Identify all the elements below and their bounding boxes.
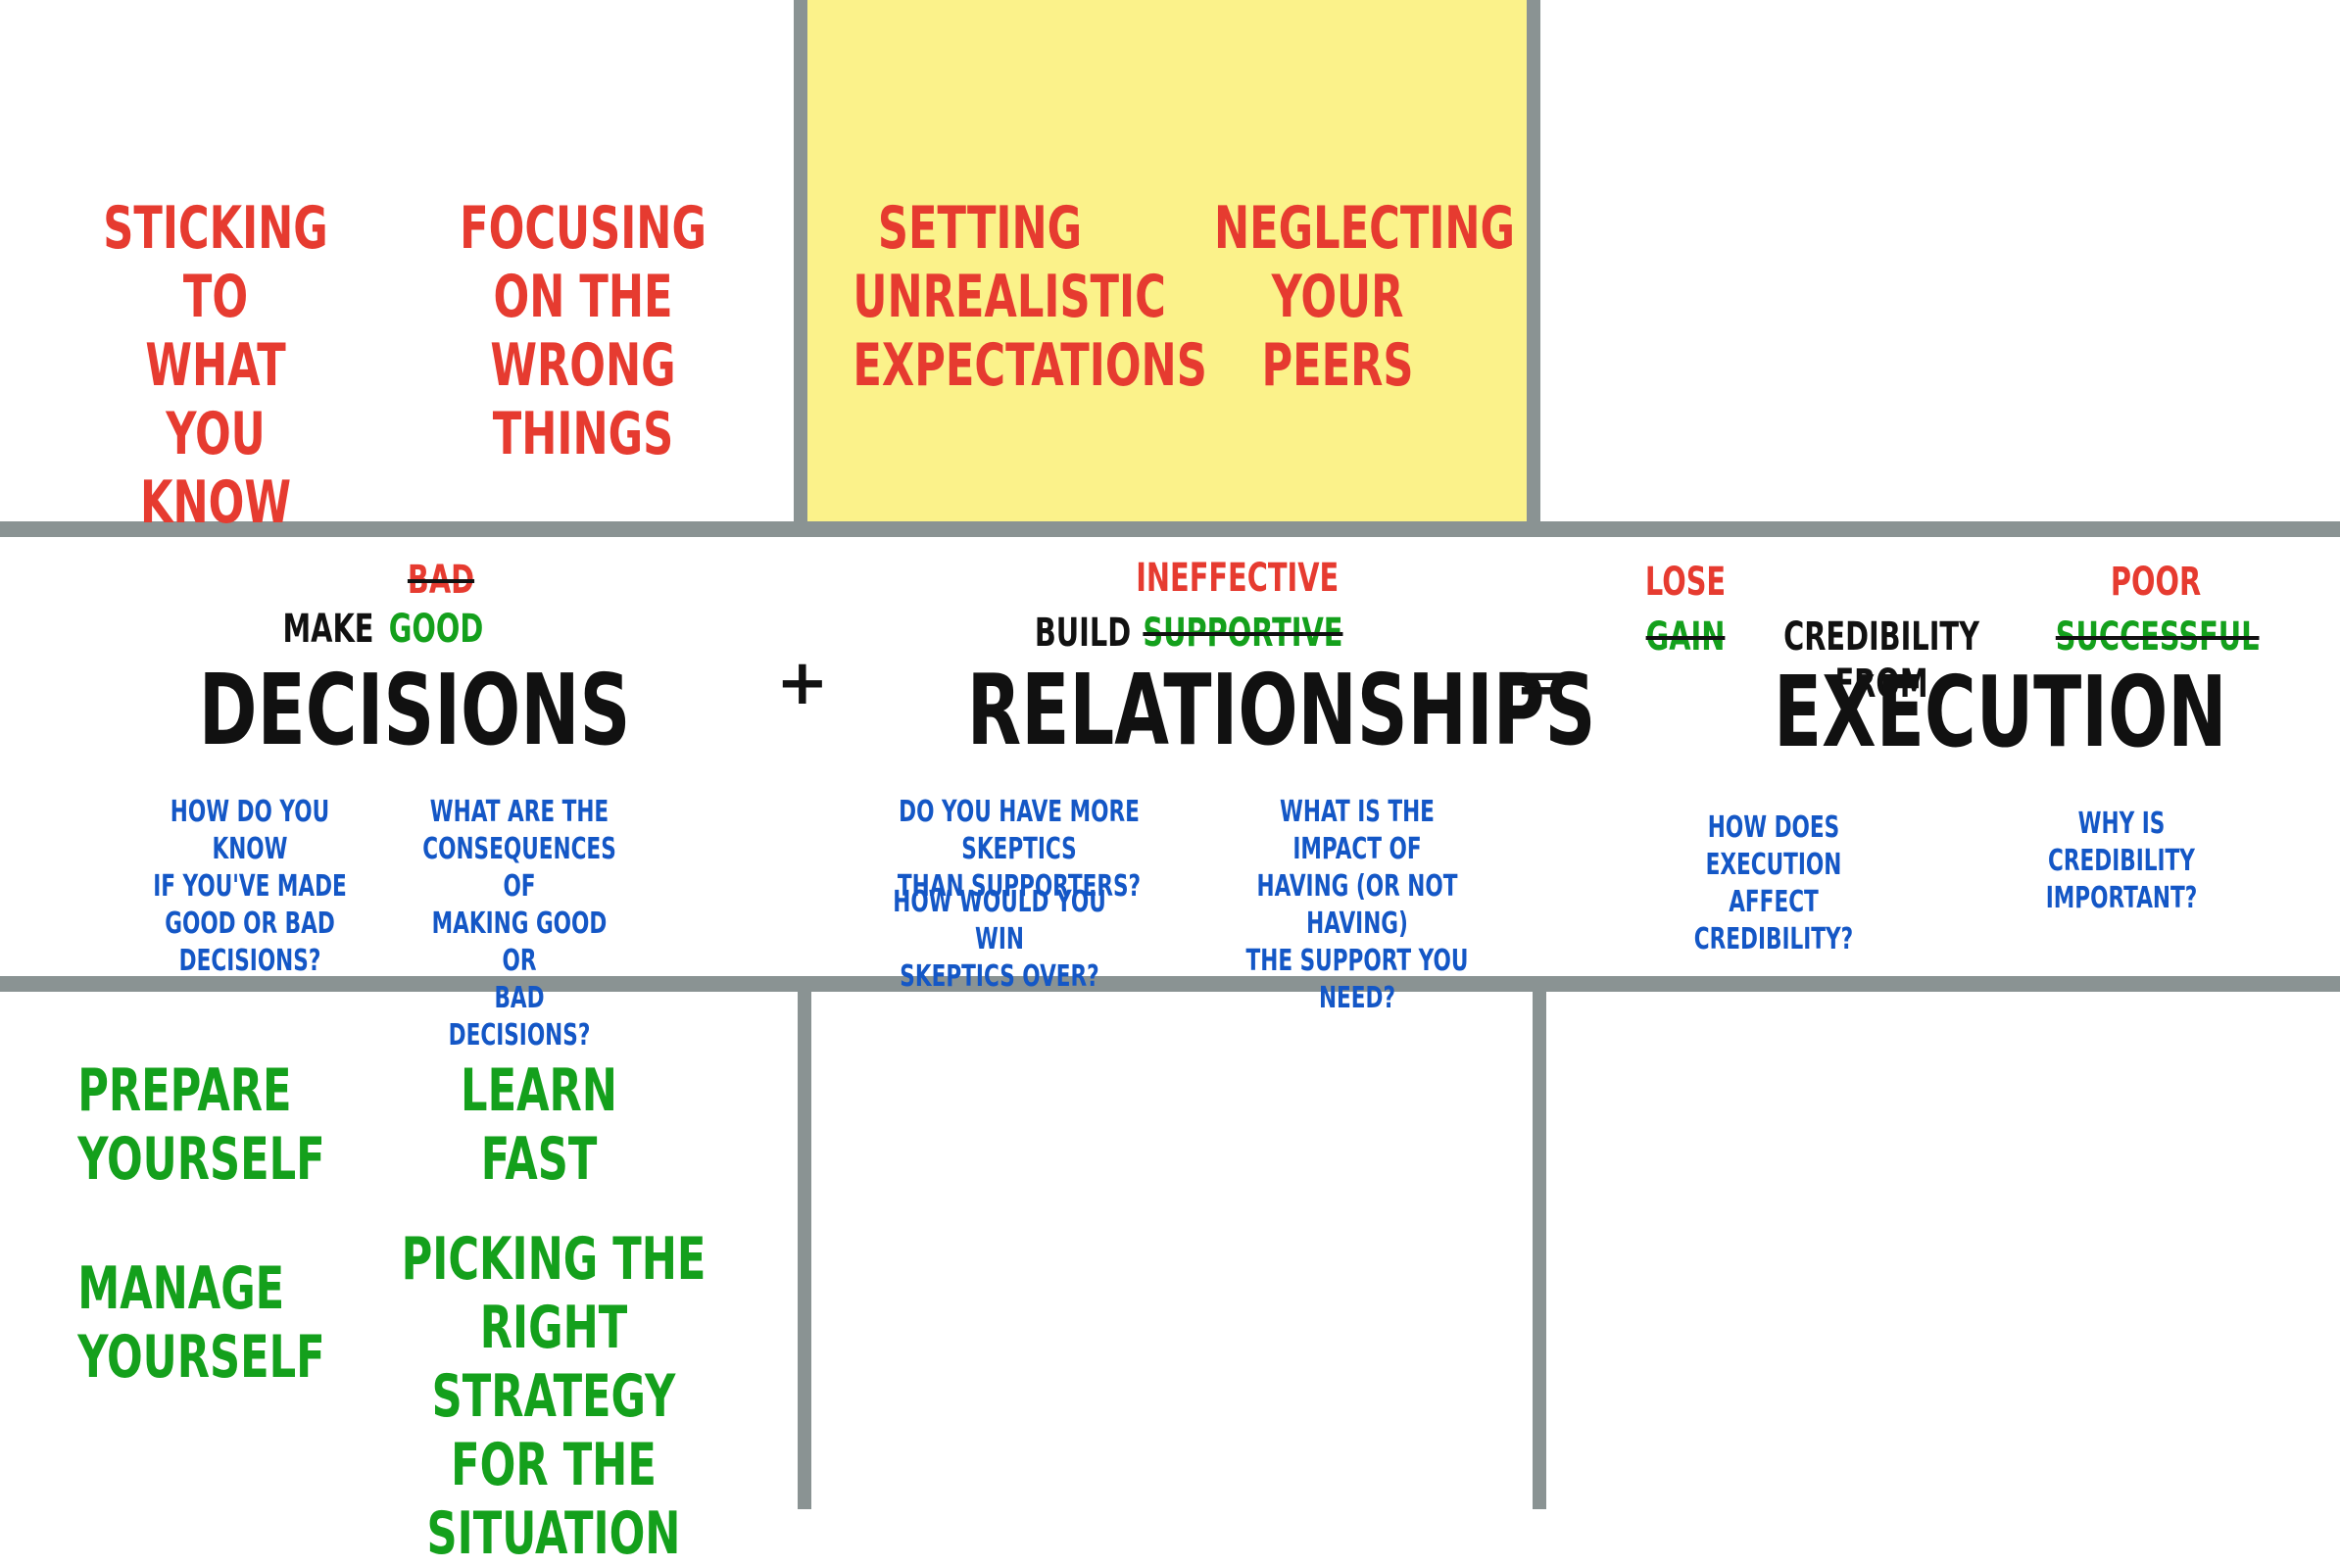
grid-line-v2-top bbox=[1527, 0, 1540, 529]
decisions-struck-word: BAD bbox=[407, 558, 475, 603]
sticky-note bbox=[805, 0, 1529, 524]
relationships-question-3: WHAT IS THE IMPACT OF HAVING (OR NOT HAV… bbox=[1245, 795, 1469, 1015]
pitfall-unrealistic-expectations: SETTING UNREALISTIC EXPECTATIONS bbox=[853, 194, 1207, 400]
execution-replacement-poor: POOR bbox=[2110, 560, 2202, 605]
relationships-prefix: BUILD bbox=[1034, 611, 1132, 656]
decisions-prefix: MAKE bbox=[282, 607, 374, 652]
pitfall-focusing-on-wrong-things: FOCUSING ON THE WRONG THINGS bbox=[460, 194, 707, 468]
decisions-question-1: HOW DO YOU KNOW IF YOU'VE MADE GOOD OR B… bbox=[153, 795, 347, 978]
pitfall-neglecting-peers: NEGLECTING YOUR PEERS bbox=[1214, 194, 1516, 400]
grid-line-bottom bbox=[0, 976, 2340, 992]
relationships-replacement: INEFFECTIVE bbox=[1136, 556, 1340, 601]
execution-replacement-lose: LOSE bbox=[1644, 560, 1727, 605]
grid-line-top bbox=[0, 521, 2340, 537]
decisions-word: DECISIONS bbox=[198, 653, 631, 767]
grid-line-v2-bottom bbox=[1533, 984, 1546, 1509]
relationships-question-1: DO YOU HAVE MORE SKEPTICS THAN SUPPORTER… bbox=[897, 795, 1142, 904]
execution-word: EXECUTION bbox=[1774, 655, 2227, 769]
execution-question-2: WHY IS CREDIBILITY IMPORTANT? bbox=[2045, 807, 2198, 915]
equals-operator: = bbox=[1515, 647, 1568, 719]
decisions-question-2: WHAT ARE THE CONSEQUENCES OF MAKING GOOD… bbox=[422, 795, 616, 1053]
relationships-question-2: HOW WOULD YOU WIN SKEPTICS OVER? bbox=[893, 885, 1106, 994]
strategy-learn-fast: LEARN FAST bbox=[461, 1056, 617, 1194]
relationships-struck-word: SUPPORTIVE bbox=[1143, 611, 1343, 656]
execution-struck-gain: GAIN bbox=[1645, 614, 1726, 660]
plus-operator: + bbox=[776, 647, 829, 719]
strategy-picking-right-strategy: PICKING THE RIGHT STRATEGY FOR THE SITUA… bbox=[401, 1225, 707, 1568]
execution-question-1: HOW DOES EXECUTION AFFECT CREDIBILITY? bbox=[1693, 810, 1854, 956]
execution-middle-text: CREDIBILITY FROM bbox=[1783, 614, 1979, 707]
decisions-replacement: GOOD bbox=[388, 607, 484, 652]
strategy-prepare-yourself: PREPARE YOURSELF bbox=[77, 1056, 325, 1194]
strategy-manage-yourself: MANAGE YOURSELF bbox=[77, 1254, 325, 1392]
grid-line-v1-bottom bbox=[798, 984, 811, 1509]
grid-line-v1-top bbox=[794, 0, 807, 529]
pitfall-sticking-to-what-you-know: STICKING TO WHAT YOU KNOW bbox=[103, 194, 328, 537]
relationships-word: RELATIONSHIPS bbox=[966, 653, 1596, 767]
execution-struck-successful: SUCCESSFUL bbox=[2055, 614, 2260, 660]
